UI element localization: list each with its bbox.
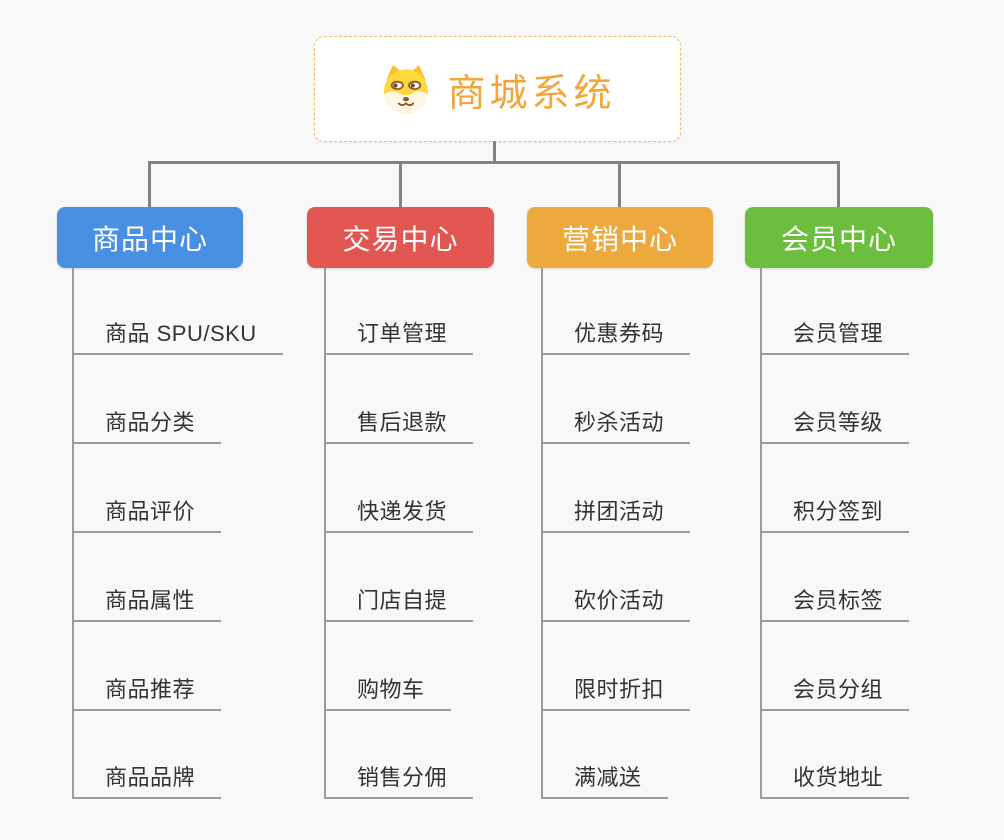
root-title: 商城系统 bbox=[447, 72, 616, 115]
branch-node-trade[interactable]: 交易中心 bbox=[307, 207, 494, 268]
leaf-topic[interactable]: 收货地址 bbox=[760, 763, 910, 799]
leaf-topic[interactable]: 砍价活动 bbox=[541, 586, 691, 622]
leaf-topic[interactable]: 满减送 bbox=[541, 763, 668, 799]
leaf-topic[interactable]: 订单管理 bbox=[324, 319, 474, 355]
leaf-topic[interactable]: 限时折扣 bbox=[541, 675, 691, 711]
connector-drop-2 bbox=[399, 161, 402, 207]
leaf-topic[interactable]: 门店自提 bbox=[324, 586, 474, 622]
connector-drop-1 bbox=[148, 161, 151, 207]
leaf-topic[interactable]: 快递发货 bbox=[324, 497, 474, 533]
connector-drop-4 bbox=[837, 161, 840, 207]
leaf-topic[interactable]: 会员等级 bbox=[760, 408, 910, 444]
leaf-topic[interactable]: 积分签到 bbox=[760, 497, 910, 533]
leaf-topic[interactable]: 秒杀活动 bbox=[541, 408, 691, 444]
branch-spine-4 bbox=[760, 268, 762, 799]
leaf-topic[interactable]: 商品推荐 bbox=[72, 675, 222, 711]
leaf-topic[interactable]: 商品属性 bbox=[72, 586, 222, 622]
branch-node-marketing[interactable]: 营销中心 bbox=[527, 207, 713, 268]
leaf-topic[interactable]: 商品分类 bbox=[72, 408, 222, 444]
connector-drop-3 bbox=[618, 161, 621, 207]
connector-root-stub bbox=[493, 141, 496, 162]
connector-bus bbox=[148, 161, 840, 164]
branch-node-products[interactable]: 商品中心 bbox=[57, 207, 243, 268]
leaf-topic[interactable]: 优惠券码 bbox=[541, 319, 691, 355]
leaf-topic[interactable]: 销售分佣 bbox=[324, 763, 474, 799]
doge-face-icon bbox=[379, 62, 433, 116]
leaf-topic[interactable]: 售后退款 bbox=[324, 408, 474, 444]
leaf-topic[interactable]: 商品 SPU/SKU bbox=[72, 319, 283, 355]
branch-spine-3 bbox=[541, 268, 543, 799]
branch-spine-2 bbox=[324, 268, 326, 799]
leaf-topic[interactable]: 会员标签 bbox=[760, 586, 910, 622]
leaf-topic[interactable]: 会员分组 bbox=[760, 675, 910, 711]
leaf-topic[interactable]: 购物车 bbox=[324, 675, 451, 711]
leaf-topic[interactable]: 商品评价 bbox=[72, 497, 222, 533]
leaf-topic[interactable]: 拼团活动 bbox=[541, 497, 691, 533]
branch-spine-1 bbox=[72, 268, 74, 799]
leaf-topic[interactable]: 商品品牌 bbox=[72, 763, 222, 799]
branch-node-members[interactable]: 会员中心 bbox=[745, 207, 933, 268]
leaf-topic[interactable]: 会员管理 bbox=[760, 319, 910, 355]
root-node[interactable]: 商城系统 bbox=[314, 36, 681, 142]
